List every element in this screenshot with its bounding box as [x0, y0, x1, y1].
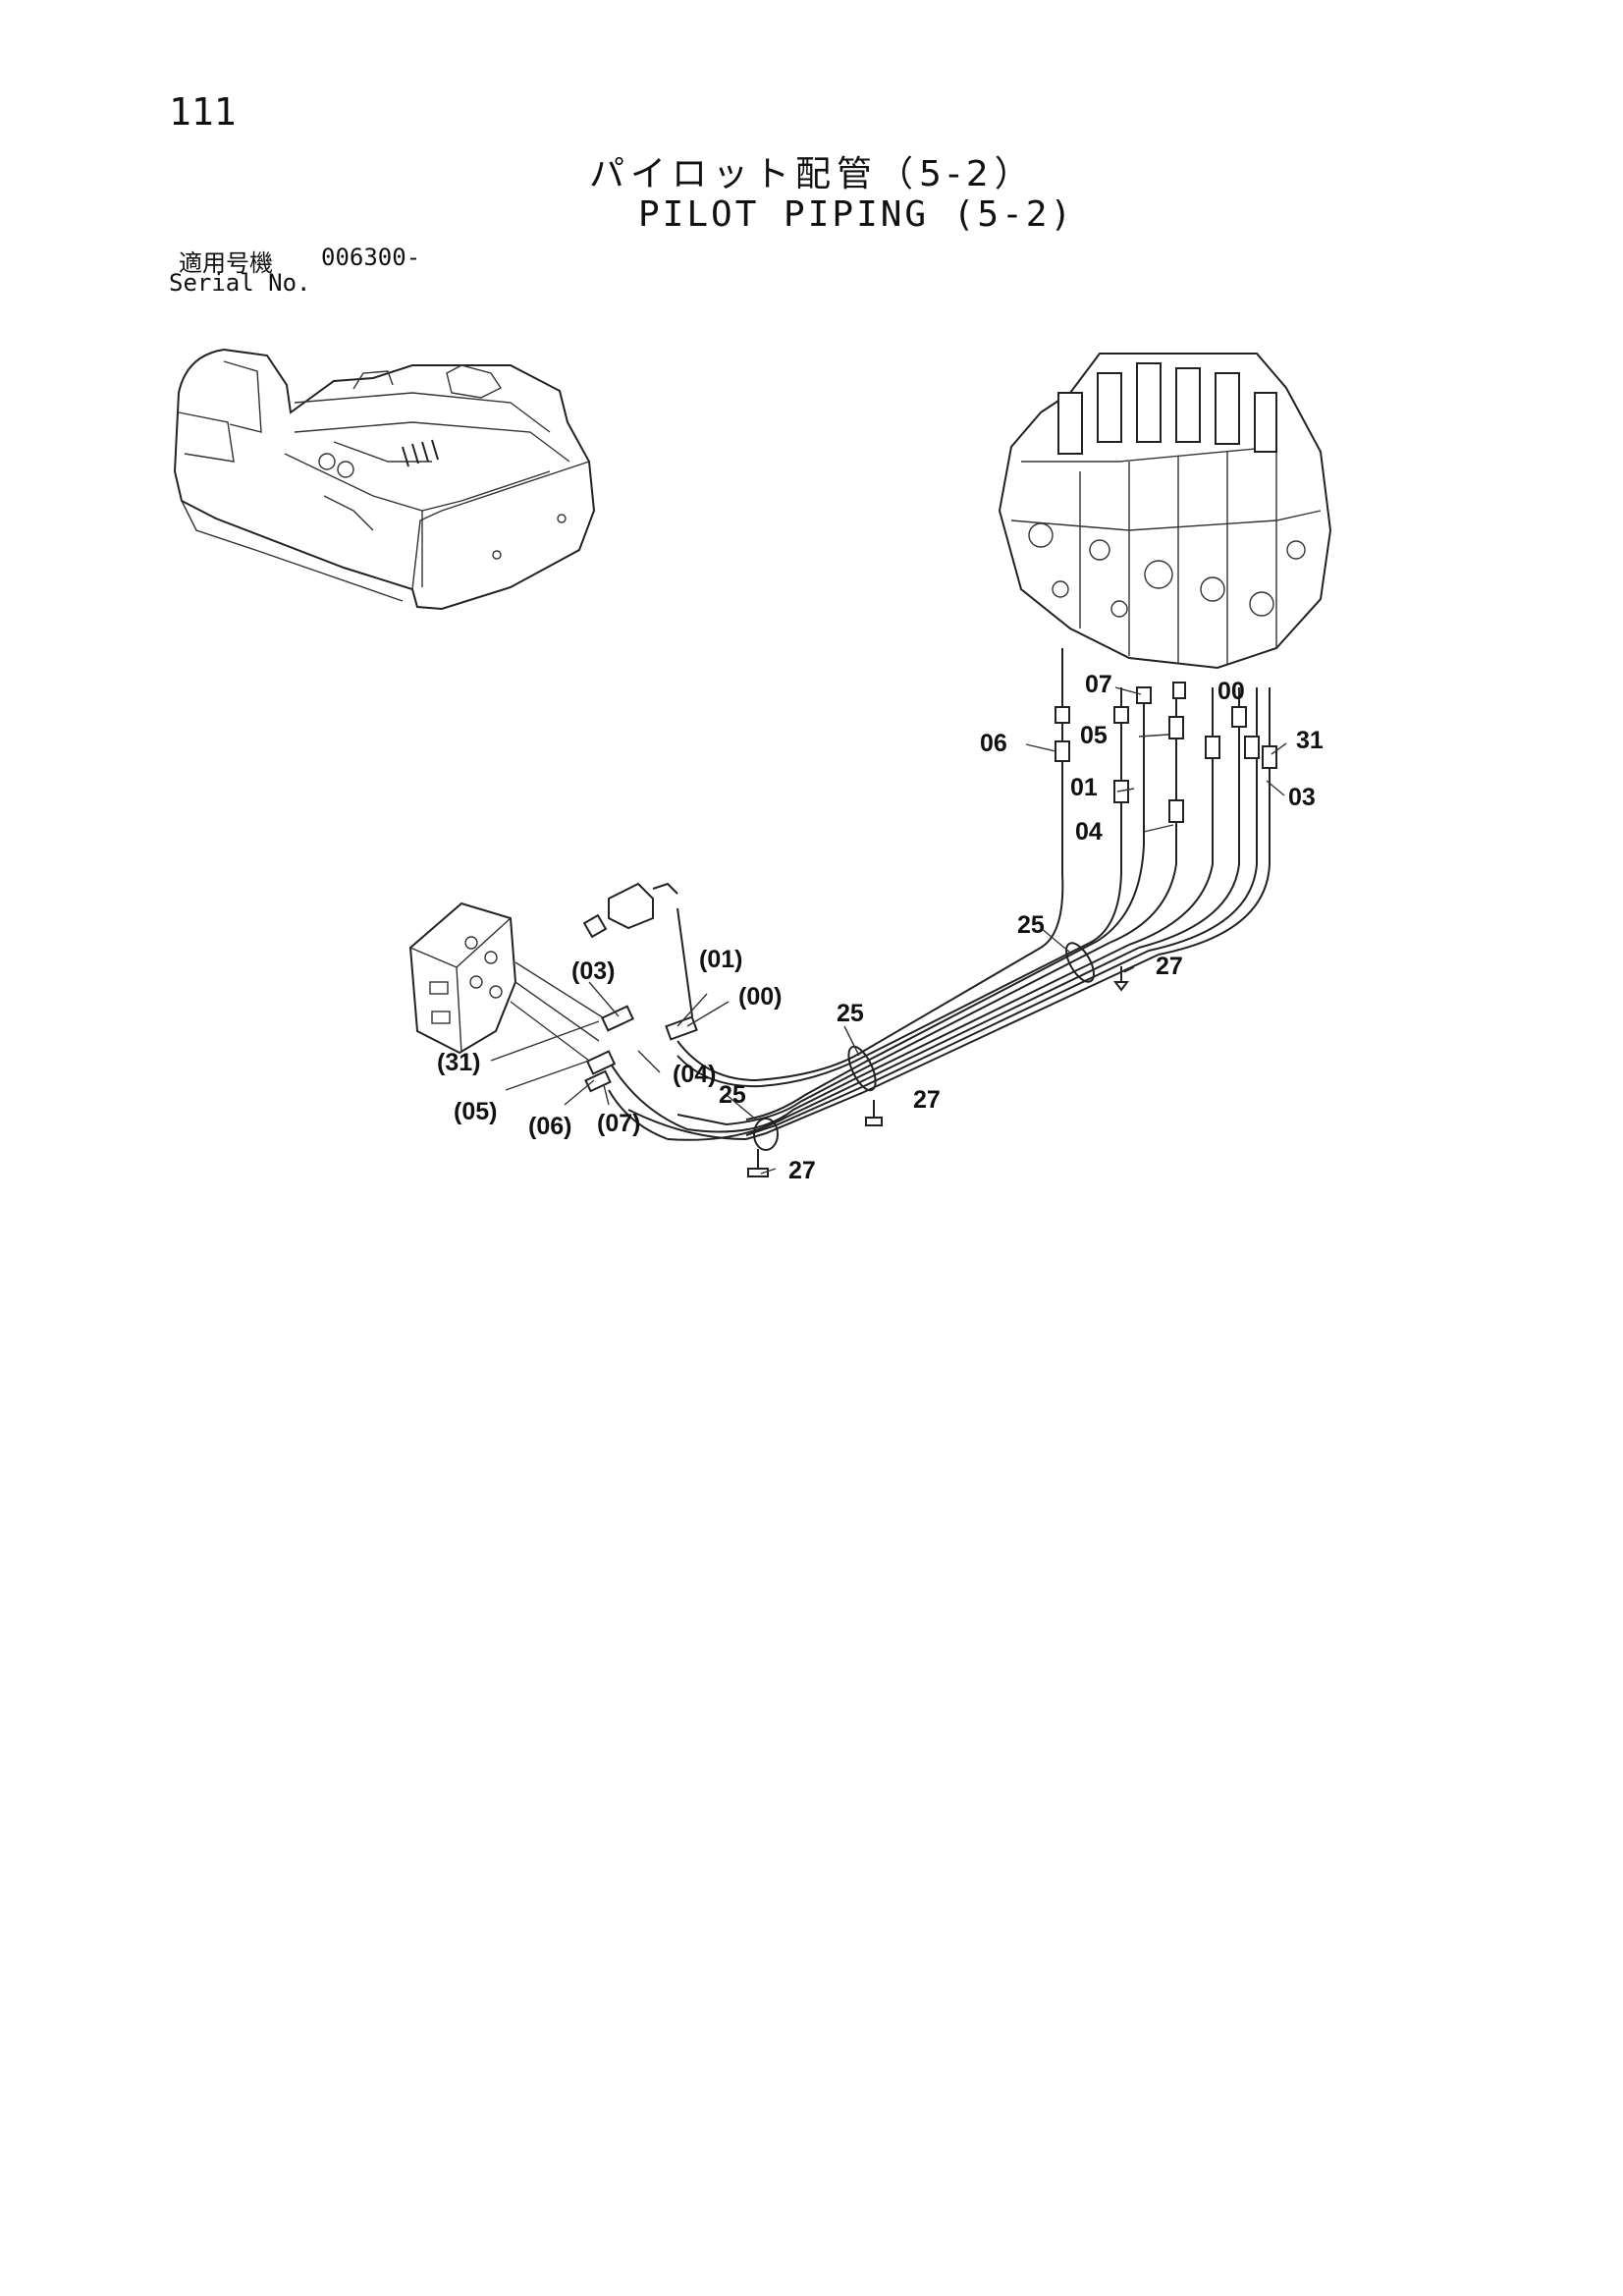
- callout-07: 07: [1085, 671, 1112, 698]
- callout-25-lower: 25: [719, 1081, 746, 1109]
- callout-00: 00: [1217, 678, 1245, 705]
- page-title-english: PILOT PIPING (5-2): [638, 194, 1075, 235]
- leader-lines: [490, 686, 1287, 1175]
- callout-25-upper: 25: [1017, 911, 1045, 939]
- callout-05: 05: [1080, 722, 1108, 749]
- excavator-overview-illustration: [173, 348, 596, 611]
- callout-27-lower: 27: [788, 1157, 816, 1184]
- callout-04: 04: [1075, 818, 1103, 846]
- callout-31: 31: [1296, 727, 1324, 754]
- callout-01: 01: [1070, 774, 1098, 801]
- callout-04-paren: (04): [673, 1061, 716, 1088]
- control-valve-block: [998, 353, 1332, 670]
- callout-27-upper: 27: [1156, 953, 1183, 980]
- serial-number-value: 006300-: [321, 244, 421, 271]
- callout-03: 03: [1288, 784, 1316, 811]
- hose-clamps: [747, 942, 1129, 1177]
- pilot-valve-block: [408, 902, 610, 1062]
- callout-25-middle: 25: [837, 1000, 864, 1027]
- callout-01-paren: (01): [699, 946, 742, 973]
- serial-label-japanese: 適用号機: [179, 249, 273, 277]
- hose-fittings: [1055, 682, 1277, 823]
- callout-06: 06: [980, 730, 1007, 757]
- callout-06-paren: (06): [528, 1113, 571, 1140]
- page-number: 111: [169, 90, 237, 134]
- callout-03-paren: (03): [571, 957, 615, 985]
- pilot-valve-fittings: [582, 882, 698, 1093]
- callout-00-paren: (00): [738, 983, 782, 1011]
- callout-07-paren: (07): [597, 1110, 640, 1137]
- serial-label-english: Serial No.: [169, 269, 311, 297]
- callout-27-middle: 27: [913, 1086, 941, 1114]
- page-title-japanese: パイロット配管（5-2）: [589, 154, 1036, 194]
- callout-05-paren: (05): [454, 1098, 497, 1125]
- part-callouts: 07 00 06 05 31 01 03 04 25 27 (01) (03) …: [437, 671, 1324, 1184]
- callout-31-paren: (31): [437, 1049, 480, 1076]
